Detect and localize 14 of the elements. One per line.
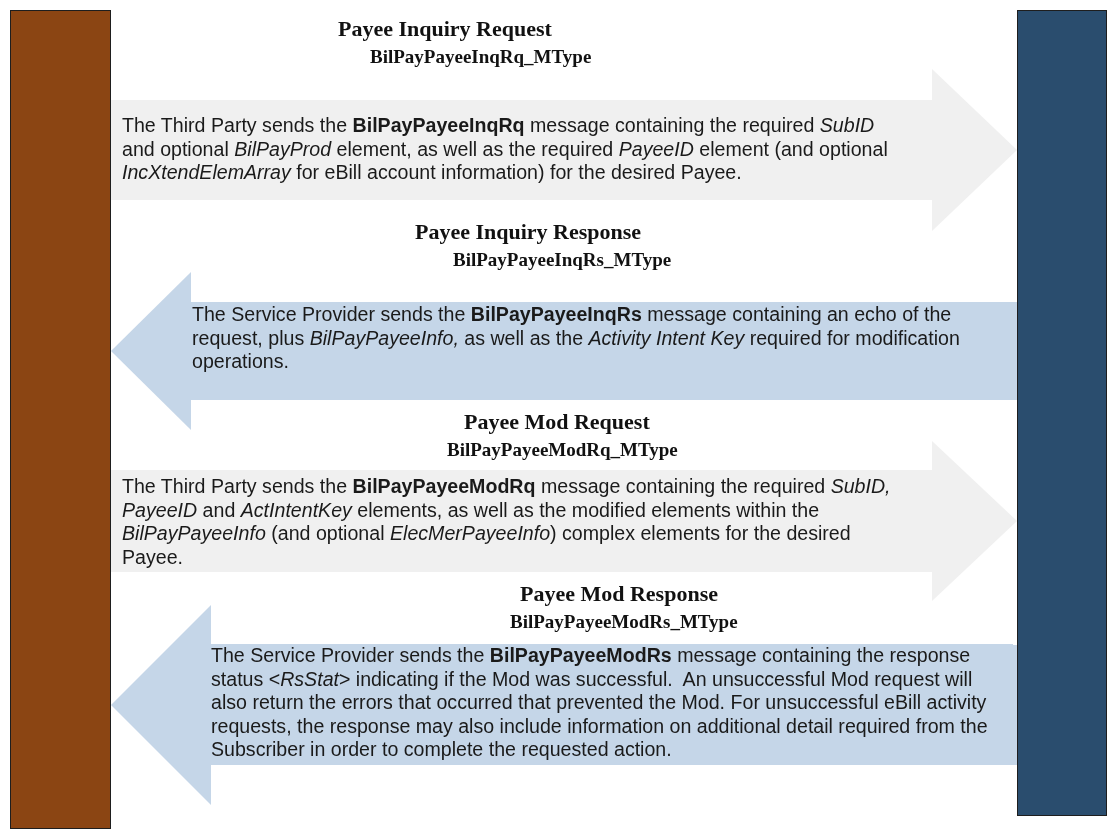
message-heading: Payee Inquiry Response	[415, 219, 642, 245]
message-heading: Payee Inquiry Request	[338, 16, 552, 42]
message-type: BilPayPayeeModRs_MType	[510, 611, 738, 633]
message-type: BilPayPayeeModRq_MType	[447, 439, 678, 461]
edge-label: The Service Provider sends the BilPayPayeeModRs message containing the response status <RsStat> indicating if the Mod was successful. An unsuccessful Mod request will also return the errors that occurred that prevented the Mod. For unsuccessful eBill activity requests, the response may also include information on additional detail required from the Subscriber in order to complete the requested action.	[211, 644, 1013, 762]
message-heading: Payee Mod Request	[464, 409, 650, 435]
message-type: BilPayPayeeInqRs_MType	[453, 249, 672, 271]
block-arrow	[111, 272, 1017, 430]
message-type: BilPayPayeeInqRq_MType	[370, 46, 592, 68]
block-arrow	[111, 605, 1017, 805]
lane-bar	[1017, 10, 1107, 816]
block-arrow	[111, 69, 1017, 231]
message-heading: Payee Mod Response	[520, 581, 718, 607]
lane-bar	[10, 10, 111, 829]
